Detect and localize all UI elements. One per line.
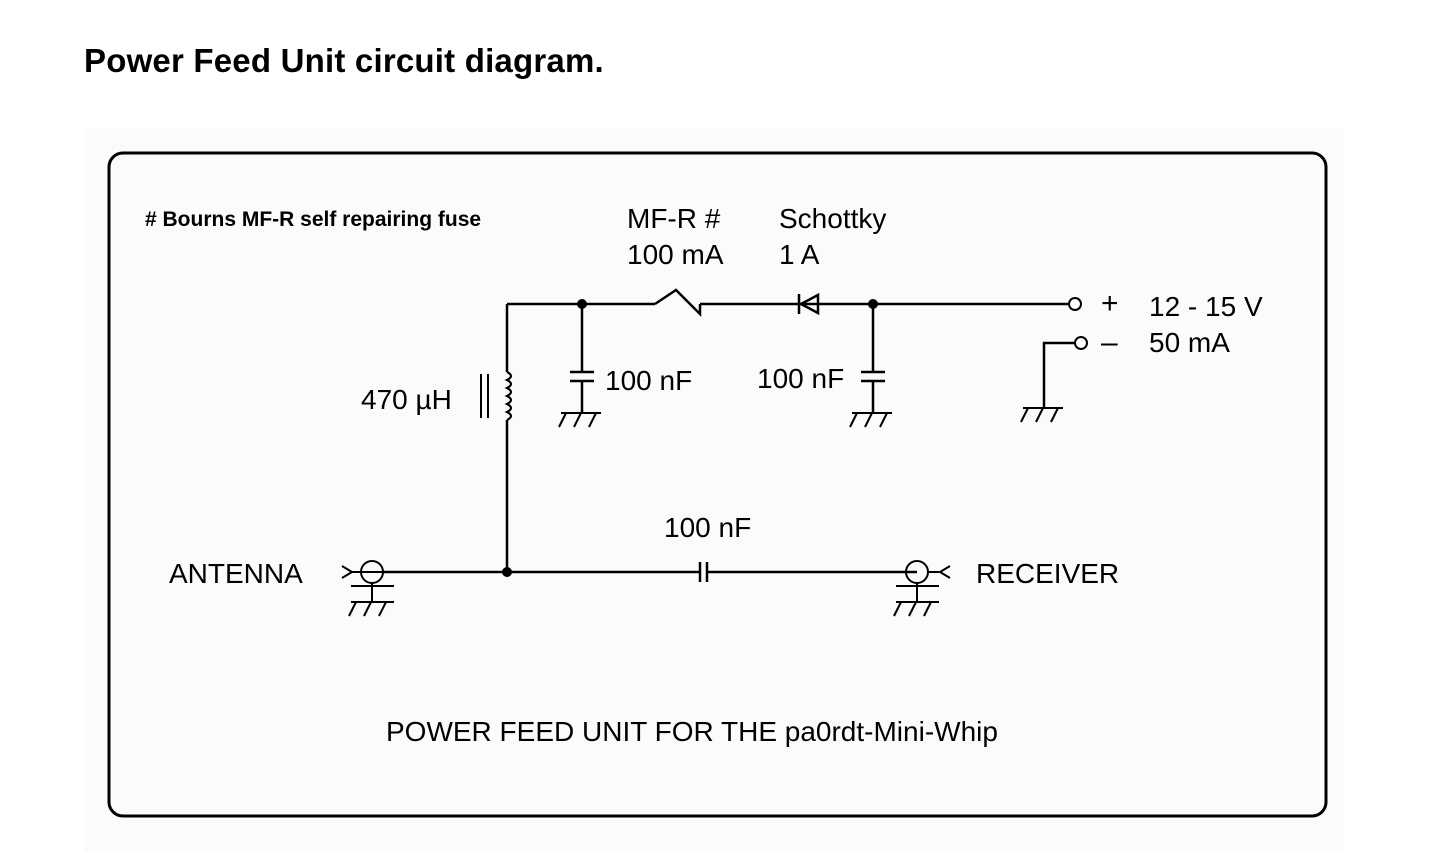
inductor-coil-symbol — [504, 371, 513, 421]
plus-terminal — [1068, 297, 1082, 311]
circuit-diagram-svg: # Bourns MF-R self repairing fuse MF-R #… — [107, 151, 1328, 818]
fuse-note: # Bourns MF-R self repairing fuse — [145, 208, 481, 231]
diagram-frame — [107, 151, 1328, 818]
diode-name-label: Schottky — [779, 203, 886, 234]
fuse-symbol — [654, 288, 702, 318]
left-capacitor-value: 100 nF — [605, 365, 692, 396]
diode-symbol — [797, 292, 820, 316]
receiver-connector-icon — [893, 560, 951, 617]
inductor-core-lines — [480, 374, 489, 418]
ground-icon — [849, 412, 892, 428]
series-capacitor-value: 100 nF — [664, 512, 751, 543]
ground-return-wire — [1042, 341, 1075, 408]
right-capacitor-symbol — [861, 304, 885, 413]
page-title: Power Feed Unit circuit diagram. — [84, 42, 604, 79]
supply-voltage-label: 12 - 15 V — [1149, 291, 1263, 322]
ground-icon — [558, 412, 601, 428]
circuit-diagram: # Bourns MF-R self repairing fuse MF-R #… — [84, 128, 1344, 852]
left-capacitor-symbol — [570, 304, 594, 413]
inductor-value-label: 470 µH — [361, 384, 452, 415]
minus-terminal — [1074, 336, 1088, 350]
plus-sign: + — [1101, 287, 1119, 320]
receiver-label: RECEIVER — [976, 558, 1119, 589]
supply-current-label: 50 mA — [1149, 327, 1230, 358]
series-capacitor-symbol — [698, 562, 709, 582]
antenna-connector-icon — [341, 560, 394, 617]
ground-icon — [1020, 407, 1063, 423]
antenna-label: ANTENNA — [169, 558, 303, 589]
fuse-name-label: MF-R # — [627, 203, 721, 234]
diagram-caption: POWER FEED UNIT FOR THE pa0rdt-Mini-Whip — [386, 716, 998, 747]
fuse-rating-label: 100 mA — [627, 239, 724, 270]
minus-sign: – — [1101, 326, 1118, 359]
diode-rating-label: 1 A — [779, 239, 820, 270]
right-capacitor-value: 100 nF — [757, 363, 844, 394]
